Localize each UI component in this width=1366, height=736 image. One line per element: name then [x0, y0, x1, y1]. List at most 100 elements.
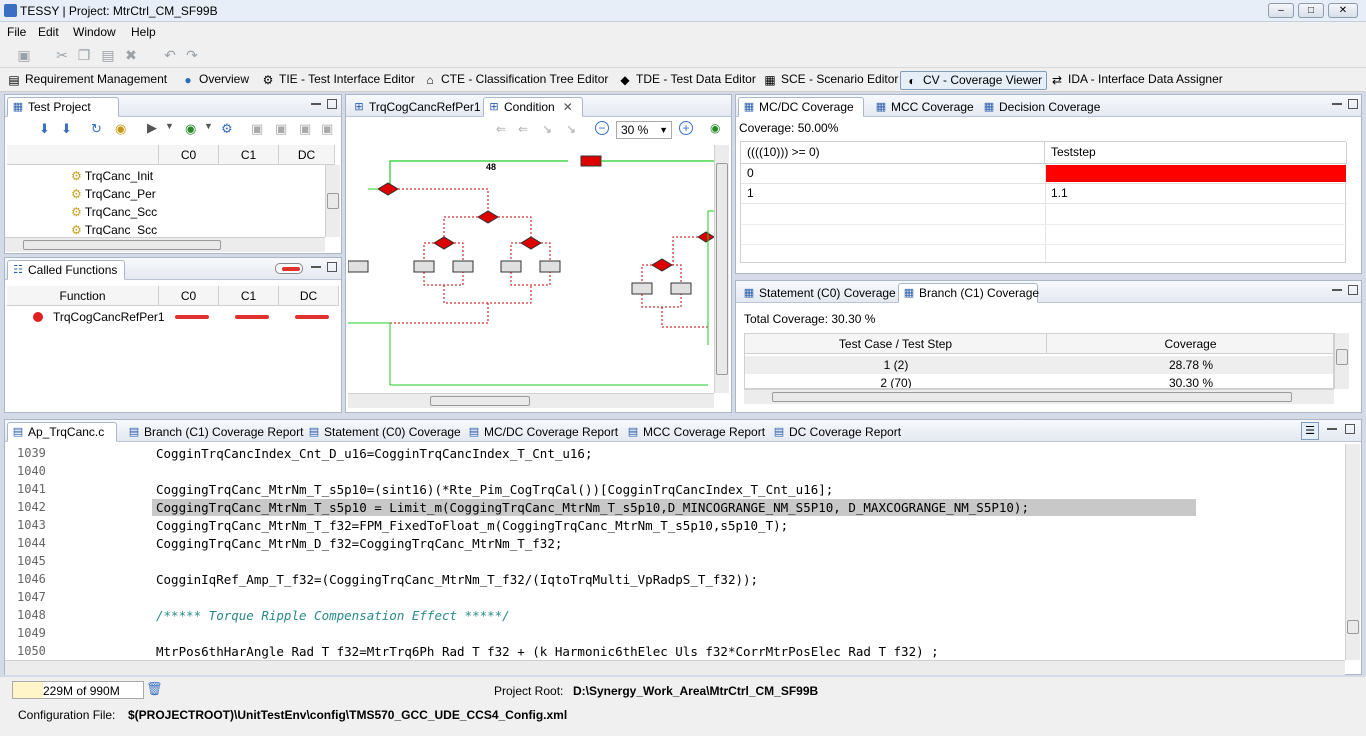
nav-back-icon[interactable]: ⇐	[518, 122, 529, 136]
column-c1[interactable]: C1	[219, 145, 279, 165]
maximize-icon[interactable]	[1348, 99, 1358, 109]
menu-file[interactable]: File	[7, 25, 27, 39]
function-row[interactable]: TrqCogCancRefPer1	[9, 308, 339, 326]
tab-called-functions[interactable]: ☷Called Functions	[7, 260, 125, 280]
tab-mcc[interactable]: ▦MCC Coverage	[875, 100, 974, 114]
editor-vscroll[interactable]	[1345, 444, 1360, 660]
outline-icon[interactable]: ☰	[1301, 422, 1319, 440]
perspective-requirement[interactable]: ▤Requirement Management	[8, 72, 168, 87]
minimize-icon[interactable]	[1332, 103, 1342, 105]
column-c0[interactable]: C0	[159, 286, 219, 306]
tab-statement[interactable]: ▦Statement (C0) Coverage	[743, 286, 896, 300]
maximize-button[interactable]: □	[1298, 3, 1324, 18]
cut-icon[interactable]: ✂	[56, 47, 68, 63]
close-tab-icon[interactable]: ✕	[562, 100, 573, 114]
redo-icon[interactable]: ↷	[186, 47, 198, 63]
flow-vscroll[interactable]	[714, 145, 729, 393]
export-diagram-icon[interactable]: ◉	[710, 121, 721, 135]
editor-hscroll[interactable]	[5, 660, 1345, 675]
perspective-cte[interactable]: ⌂CTE - Classification Tree Editor	[419, 71, 612, 90]
flow-diagram[interactable]: 48	[348, 145, 714, 393]
run-icon[interactable]: ▶	[147, 120, 157, 135]
tree-item[interactable]: ⚙ TrqCanc_Scc	[71, 205, 158, 219]
maximize-icon[interactable]	[1345, 424, 1355, 434]
tab-source[interactable]: ▤Ap_TrqCanc.c	[7, 422, 117, 442]
nav-left-icon[interactable]: ⇐	[496, 122, 507, 136]
copy-icon[interactable]: ❐	[77, 47, 91, 63]
tab-branch[interactable]: ▦Branch (C1) Coverage	[898, 283, 1039, 303]
undo-icon[interactable]: ↶	[164, 47, 176, 63]
zoom-select[interactable]: 30 %▼	[616, 121, 672, 139]
perspective-overview[interactable]: ●Overview	[177, 71, 253, 90]
tree-item[interactable]: ⚙ TrqCanc_Per	[71, 187, 156, 201]
tab-mcdc-report[interactable]: ▤MC/DC Coverage Report	[468, 425, 619, 439]
project-hscroll[interactable]	[5, 237, 325, 252]
mcdc-row[interactable]: 0	[741, 164, 1347, 184]
maximize-icon[interactable]	[327, 262, 337, 272]
branch-hscroll[interactable]	[744, 389, 1334, 404]
menu-help[interactable]: Help	[131, 25, 156, 39]
analyze-icon[interactable]: ◉	[115, 121, 127, 136]
refresh-icon[interactable]: ↻	[91, 121, 102, 136]
tree-item[interactable]: ⚙ TrqCanc_Scc	[71, 223, 158, 235]
tool-d-icon[interactable]: ▣	[321, 121, 334, 136]
tab-decision[interactable]: ▦Decision Coverage	[983, 100, 1101, 114]
tab-mcc-report[interactable]: ▤MCC Coverage Report	[627, 425, 766, 439]
perspective-cv[interactable]: ◐CV - Coverage Viewer	[900, 71, 1048, 90]
gc-trash-icon[interactable]: 🗑	[146, 681, 163, 696]
branch-row[interactable]: 1 (2)28.78 %	[745, 356, 1333, 374]
perspective-tie[interactable]: ⚙TIE - Test Interface Editor	[262, 72, 415, 87]
tool-b-icon[interactable]: ▣	[275, 121, 288, 136]
delete-icon[interactable]: ✖	[125, 47, 137, 63]
flow-hscroll[interactable]	[348, 393, 714, 408]
minimize-icon[interactable]	[311, 266, 321, 268]
export-icon[interactable]: ⬇	[61, 121, 72, 136]
column-teststep[interactable]: Teststep	[1045, 142, 1347, 164]
zoom-out-icon[interactable]: −	[595, 121, 609, 135]
tab-statement-report[interactable]: ▤Statement (C0) Coverage	[308, 425, 461, 439]
toggle-icon[interactable]	[275, 263, 303, 274]
paste-icon[interactable]: ▤	[101, 47, 115, 63]
column-dc[interactable]: DC	[279, 145, 335, 165]
minimize-icon[interactable]	[311, 103, 321, 105]
column-testcase[interactable]: Test Case / Test Step	[745, 334, 1047, 354]
menu-window[interactable]: Window	[73, 25, 116, 39]
minimize-icon[interactable]	[1332, 289, 1342, 291]
memory-gauge[interactable]: 229M of 990M	[12, 681, 144, 699]
tab-condition[interactable]: ⊞Condition✕	[483, 97, 583, 117]
project-vscroll[interactable]	[325, 165, 340, 237]
menu-edit[interactable]: Edit	[38, 25, 59, 39]
tab-mcdc[interactable]: ▦MC/DC Coverage	[738, 97, 864, 117]
column-coverage[interactable]: Coverage	[1047, 334, 1333, 354]
tab-test-project[interactable]: ▦Test Project	[7, 97, 119, 117]
coverage-dropdown-icon[interactable]: ▼	[204, 121, 213, 131]
tool-a-icon[interactable]: ▣	[251, 121, 264, 136]
save-icon[interactable]: ▣	[17, 47, 31, 63]
tab-branch-report[interactable]: ▤Branch (C1) Coverage Report	[128, 425, 304, 439]
perspective-tde[interactable]: ◆TDE - Test Data Editor	[614, 71, 760, 90]
close-button[interactable]: ✕	[1328, 3, 1358, 18]
perspective-ida[interactable]: ⇄IDA - Interface Data Assigner	[1051, 72, 1223, 87]
tree-item[interactable]: ⚙ TrqCanc_Init	[71, 169, 154, 183]
minimize-button[interactable]: –	[1268, 3, 1294, 18]
zoom-in-icon[interactable]: +	[679, 121, 693, 135]
nav-step2-icon[interactable]: ↘	[566, 122, 577, 136]
maximize-icon[interactable]	[327, 99, 337, 109]
settings-icon[interactable]: ⚙	[221, 121, 233, 136]
branch-vscroll[interactable]	[1334, 333, 1349, 389]
column-dc[interactable]: DC	[279, 286, 339, 306]
column-condition[interactable]: ((((10))) >= 0)	[741, 142, 1045, 164]
tab-flow[interactable]: ⊞TrqCogCancRefPer1	[354, 100, 481, 114]
column-function[interactable]: Function	[7, 286, 159, 306]
tab-dc-report[interactable]: ▤DC Coverage Report	[773, 425, 902, 439]
tool-c-icon[interactable]: ▣	[299, 121, 312, 136]
import-icon[interactable]: ⬇	[39, 121, 50, 136]
coverage-icon[interactable]: ◉	[185, 121, 197, 136]
nav-step-icon[interactable]: ↘	[542, 122, 553, 136]
run-dropdown-icon[interactable]: ▼	[165, 121, 174, 131]
maximize-icon[interactable]	[1348, 285, 1358, 295]
perspective-sce[interactable]: ▦SCE - Scenario Editor	[764, 72, 899, 87]
minimize-icon[interactable]	[1327, 428, 1337, 430]
